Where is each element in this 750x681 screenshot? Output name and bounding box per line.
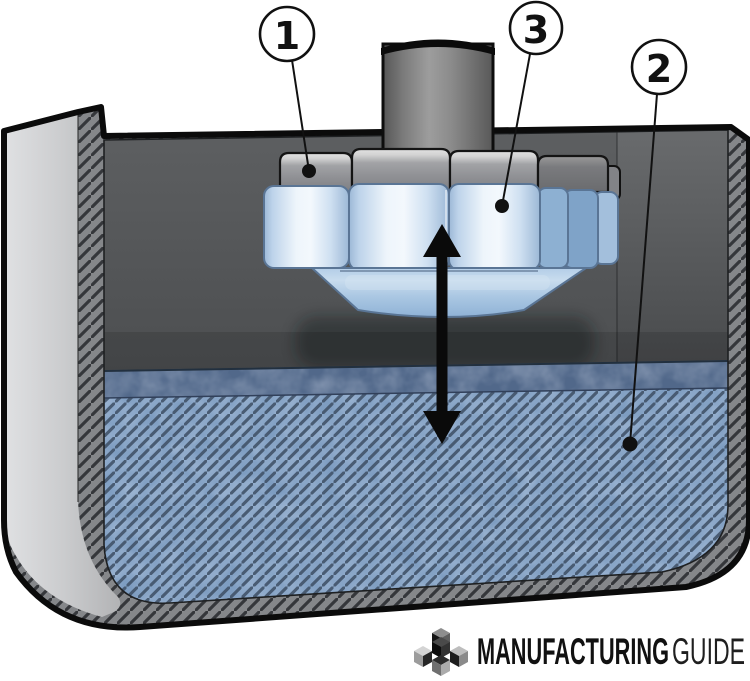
- fixture-ring-segment: [348, 183, 450, 271]
- workpiece-cylinder: [448, 149, 540, 194]
- logo-cube-face: [441, 642, 450, 658]
- bath-hatch-lines: [104, 388, 728, 604]
- bath: [103, 360, 729, 604]
- cube-cluster-icon: [414, 628, 468, 676]
- logo-cube-face: [432, 642, 441, 658]
- fixture-ring-segment: [263, 185, 350, 269]
- callout-2-leader: [629, 93, 658, 445]
- tank-outer-wall-face: [6, 113, 121, 617]
- callout-1: 1: [258, 5, 316, 178]
- logo-cube-face: [441, 660, 450, 676]
- tool-shaft-cap: [381, 39, 495, 55]
- callout-3-leader: [501, 53, 531, 207]
- logo-cube-face: [450, 651, 459, 667]
- callout-2-dot: [622, 436, 638, 452]
- callout-1-circle: [258, 5, 316, 63]
- tool-shaft: [381, 42, 495, 162]
- tank-right-inner-face: [617, 130, 728, 363]
- logo-cube-face: [459, 651, 468, 667]
- bath-band-lower-edge: [103, 387, 729, 399]
- callout-1-dot: [302, 164, 316, 178]
- tank-outline: [1, 104, 750, 631]
- logo-cube-face: [423, 651, 432, 667]
- callout-3-label: 3: [523, 8, 549, 52]
- callout-2-circle: [630, 38, 688, 96]
- logo-cube-face: [432, 660, 441, 676]
- logo-cube-face: [414, 651, 423, 667]
- tank-interior-outline: [103, 129, 729, 604]
- fixture-lobe-rear: [537, 187, 569, 269]
- fixture-ring-segment: [448, 183, 541, 271]
- callout-3-circle: [508, 0, 564, 56]
- brand-logo: MANUFACTURING GUIDE: [414, 628, 745, 676]
- vertical-motion-arrow: [423, 224, 461, 444]
- workpiece-cylinder: [536, 154, 610, 194]
- callout-3: 3: [495, 0, 564, 213]
- callout-2-label: 2: [646, 47, 672, 91]
- callout-2: 2: [622, 38, 688, 452]
- brand-name-secondary: GUIDE: [672, 631, 745, 672]
- callout-3-dot: [495, 199, 509, 213]
- callout-1-leader: [291, 59, 310, 172]
- bath-surface-edge: [103, 360, 729, 372]
- brand-name-primary: MANUFACTURING: [477, 631, 669, 672]
- callout-1-label: 1: [274, 14, 300, 58]
- fixture-lobe-rear: [563, 189, 599, 269]
